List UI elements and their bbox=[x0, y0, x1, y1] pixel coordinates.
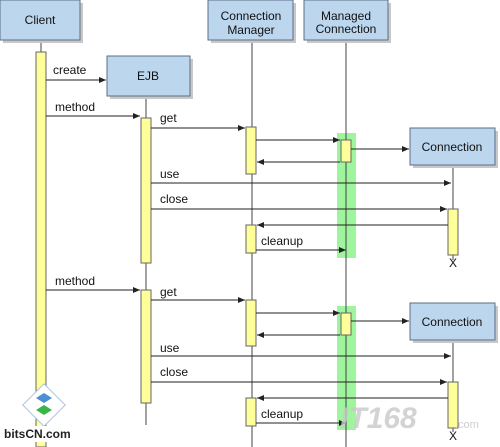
connection-2-label: Connection bbox=[422, 315, 483, 329]
close-label-1: close bbox=[160, 192, 188, 206]
ejb-label: EJB bbox=[137, 69, 159, 83]
it168-watermark: IT168 .com bbox=[340, 402, 479, 435]
managed-connection-activation-2 bbox=[340, 312, 352, 336]
connection-manager-activation-3 bbox=[245, 299, 257, 347]
connection-manager-activation-2 bbox=[245, 224, 257, 254]
managed-connection-activation-1 bbox=[340, 139, 352, 163]
destroy-mark-2: X bbox=[449, 429, 457, 443]
logo-text: bitsCN.com bbox=[4, 427, 71, 441]
connection-1-label: Connection bbox=[422, 140, 483, 154]
it168-watermark-text: IT168 bbox=[340, 402, 417, 435]
connection-manager-label-line1: Connection bbox=[221, 9, 282, 23]
managed-connection-label-line2: Connection bbox=[316, 22, 377, 36]
close-label-2: close bbox=[160, 365, 188, 379]
destroy-mark-1: X bbox=[449, 256, 457, 270]
connection-manager-participant: Connection Manager bbox=[207, 0, 296, 43]
connection-2-participant: Connection bbox=[409, 302, 498, 343]
managed-connection-participant: Managed Connection bbox=[303, 0, 391, 43]
use-label-1: use bbox=[160, 167, 180, 181]
client-participant: Client bbox=[0, 0, 83, 43]
get-label-2: get bbox=[160, 285, 177, 299]
client-label: Client bbox=[25, 13, 56, 27]
managed-connection-label-line1: Managed bbox=[321, 9, 371, 23]
create-label: create bbox=[53, 63, 87, 77]
logo-top-shape-icon bbox=[36, 393, 52, 403]
logo-bottom-shape-icon bbox=[36, 405, 52, 415]
ejb-activation-1 bbox=[140, 117, 152, 264]
connection-1-participant: Connection bbox=[409, 127, 498, 168]
ejb-activation-2 bbox=[140, 289, 152, 404]
it168-watermark-url: .com bbox=[455, 419, 479, 431]
client-activation bbox=[35, 51, 47, 447]
connection-manager-label-line2: Manager bbox=[227, 23, 274, 37]
connection-manager-activation-1 bbox=[245, 126, 257, 175]
connection-manager-activation-4 bbox=[245, 397, 257, 427]
logo-text-bg bbox=[0, 426, 96, 442]
get-label-1: get bbox=[160, 111, 177, 125]
method-label-2: method bbox=[55, 274, 95, 288]
method-label-1: method bbox=[55, 100, 95, 114]
connection-1-activation bbox=[447, 208, 459, 256]
connection-2-activation bbox=[447, 381, 459, 429]
cleanup-label-2: cleanup bbox=[261, 407, 303, 421]
ejb-participant: EJB bbox=[106, 55, 193, 99]
bitscn-logo: bitsCN.com bbox=[0, 383, 96, 442]
use-label-2: use bbox=[160, 341, 180, 355]
cleanup-label-1: cleanup bbox=[261, 234, 303, 248]
